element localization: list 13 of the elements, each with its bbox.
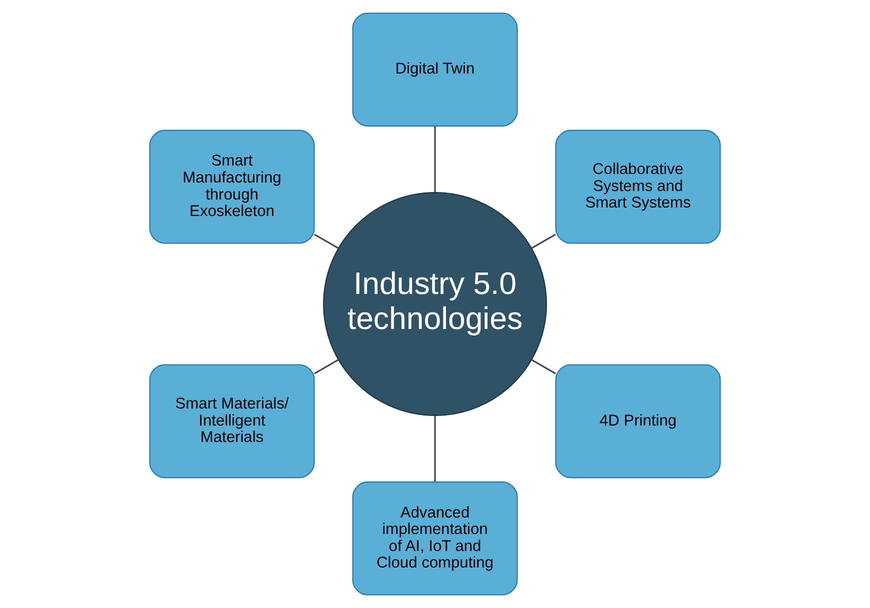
node-box: Smart Manufacturing through Exoskeleton xyxy=(149,130,315,244)
connector xyxy=(434,126,436,193)
connector xyxy=(531,234,556,249)
node-box: Smart Materials/ Intelligent Materials xyxy=(149,364,315,478)
node-box: Collaborative Systems and Smart Systems xyxy=(555,130,721,244)
node-box: Digital Twin xyxy=(352,12,518,127)
connector xyxy=(314,234,339,249)
connector xyxy=(531,359,556,374)
node-circle: Industry 5.0 technologies xyxy=(323,192,547,416)
connector xyxy=(314,359,339,374)
connector xyxy=(434,415,436,482)
node-box: 4D Printing xyxy=(555,364,721,478)
node-box: Advanced implementation of AI, IoT and Cloud computing xyxy=(352,481,518,596)
